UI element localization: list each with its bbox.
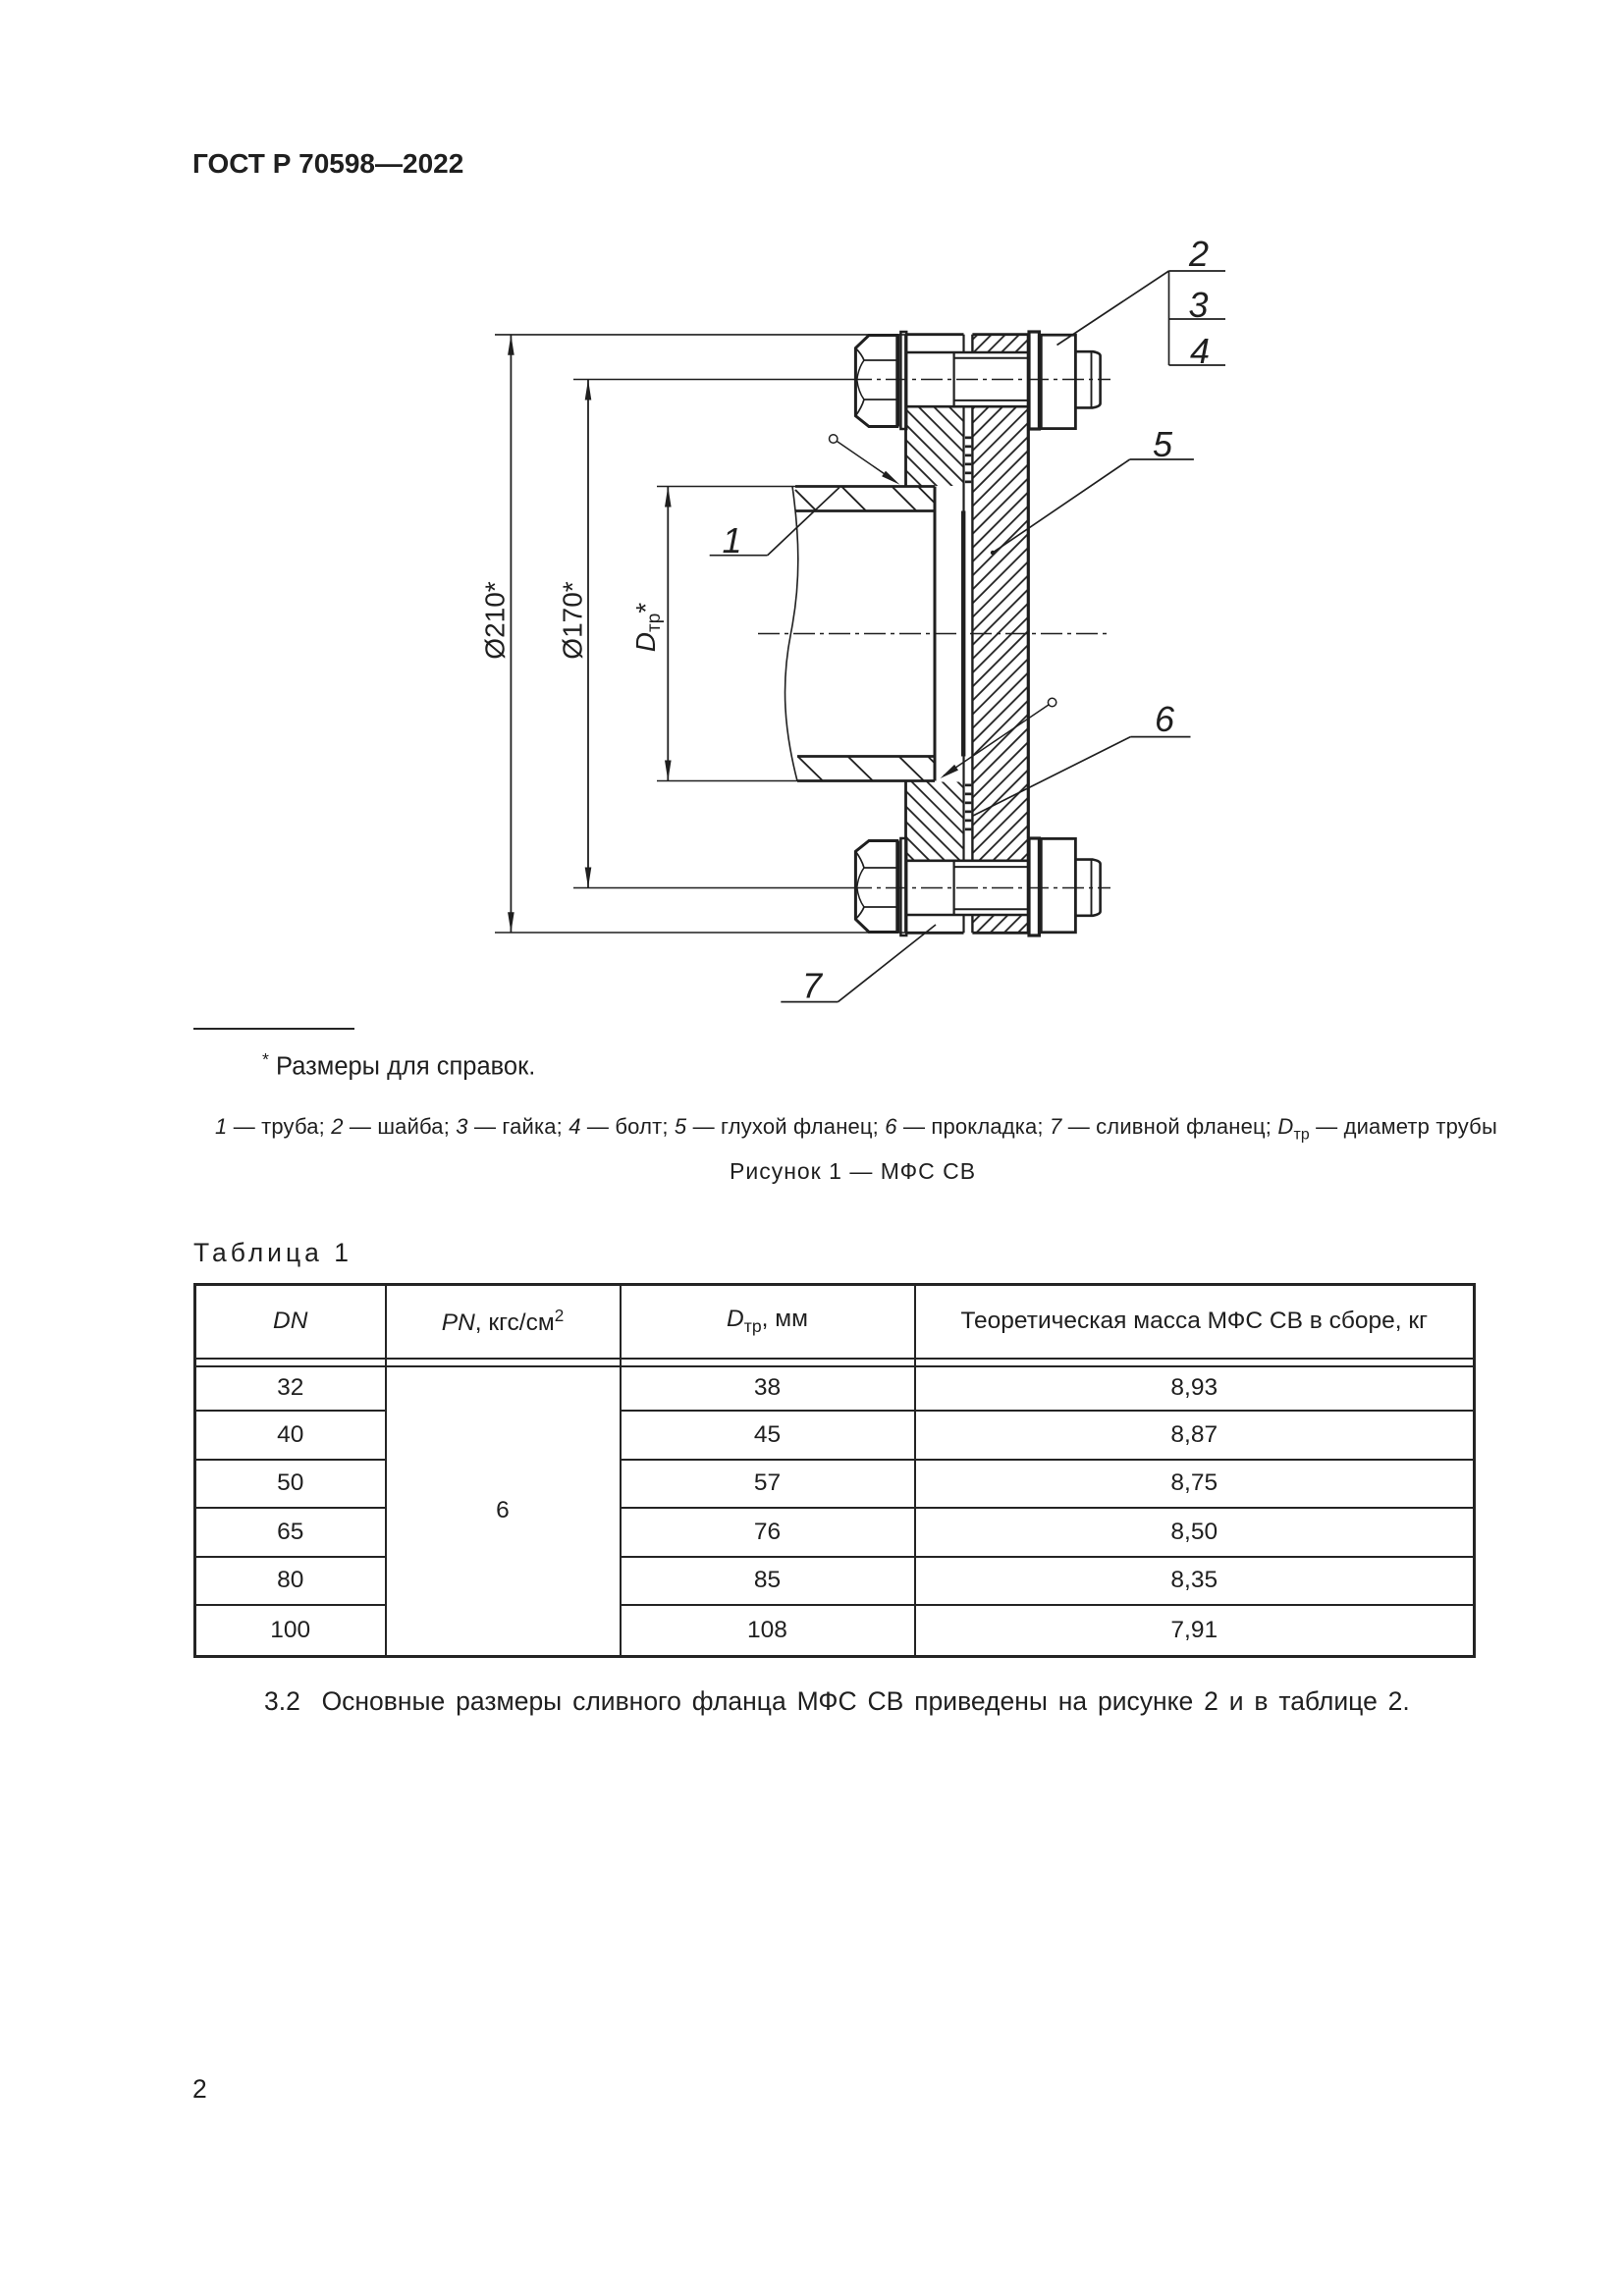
svg-text:Dтр*: Dтр*	[630, 603, 665, 653]
svg-text:7: 7	[802, 966, 824, 1006]
svg-text:3: 3	[1188, 285, 1208, 325]
svg-text:2: 2	[1188, 234, 1209, 274]
svg-text:6: 6	[1155, 699, 1175, 739]
svg-text:4: 4	[1190, 331, 1210, 371]
svg-text:Ø210*: Ø210*	[480, 581, 511, 659]
svg-text:5: 5	[1153, 424, 1173, 464]
svg-text:1: 1	[722, 520, 741, 561]
svg-text:Ø170*: Ø170*	[558, 581, 588, 659]
